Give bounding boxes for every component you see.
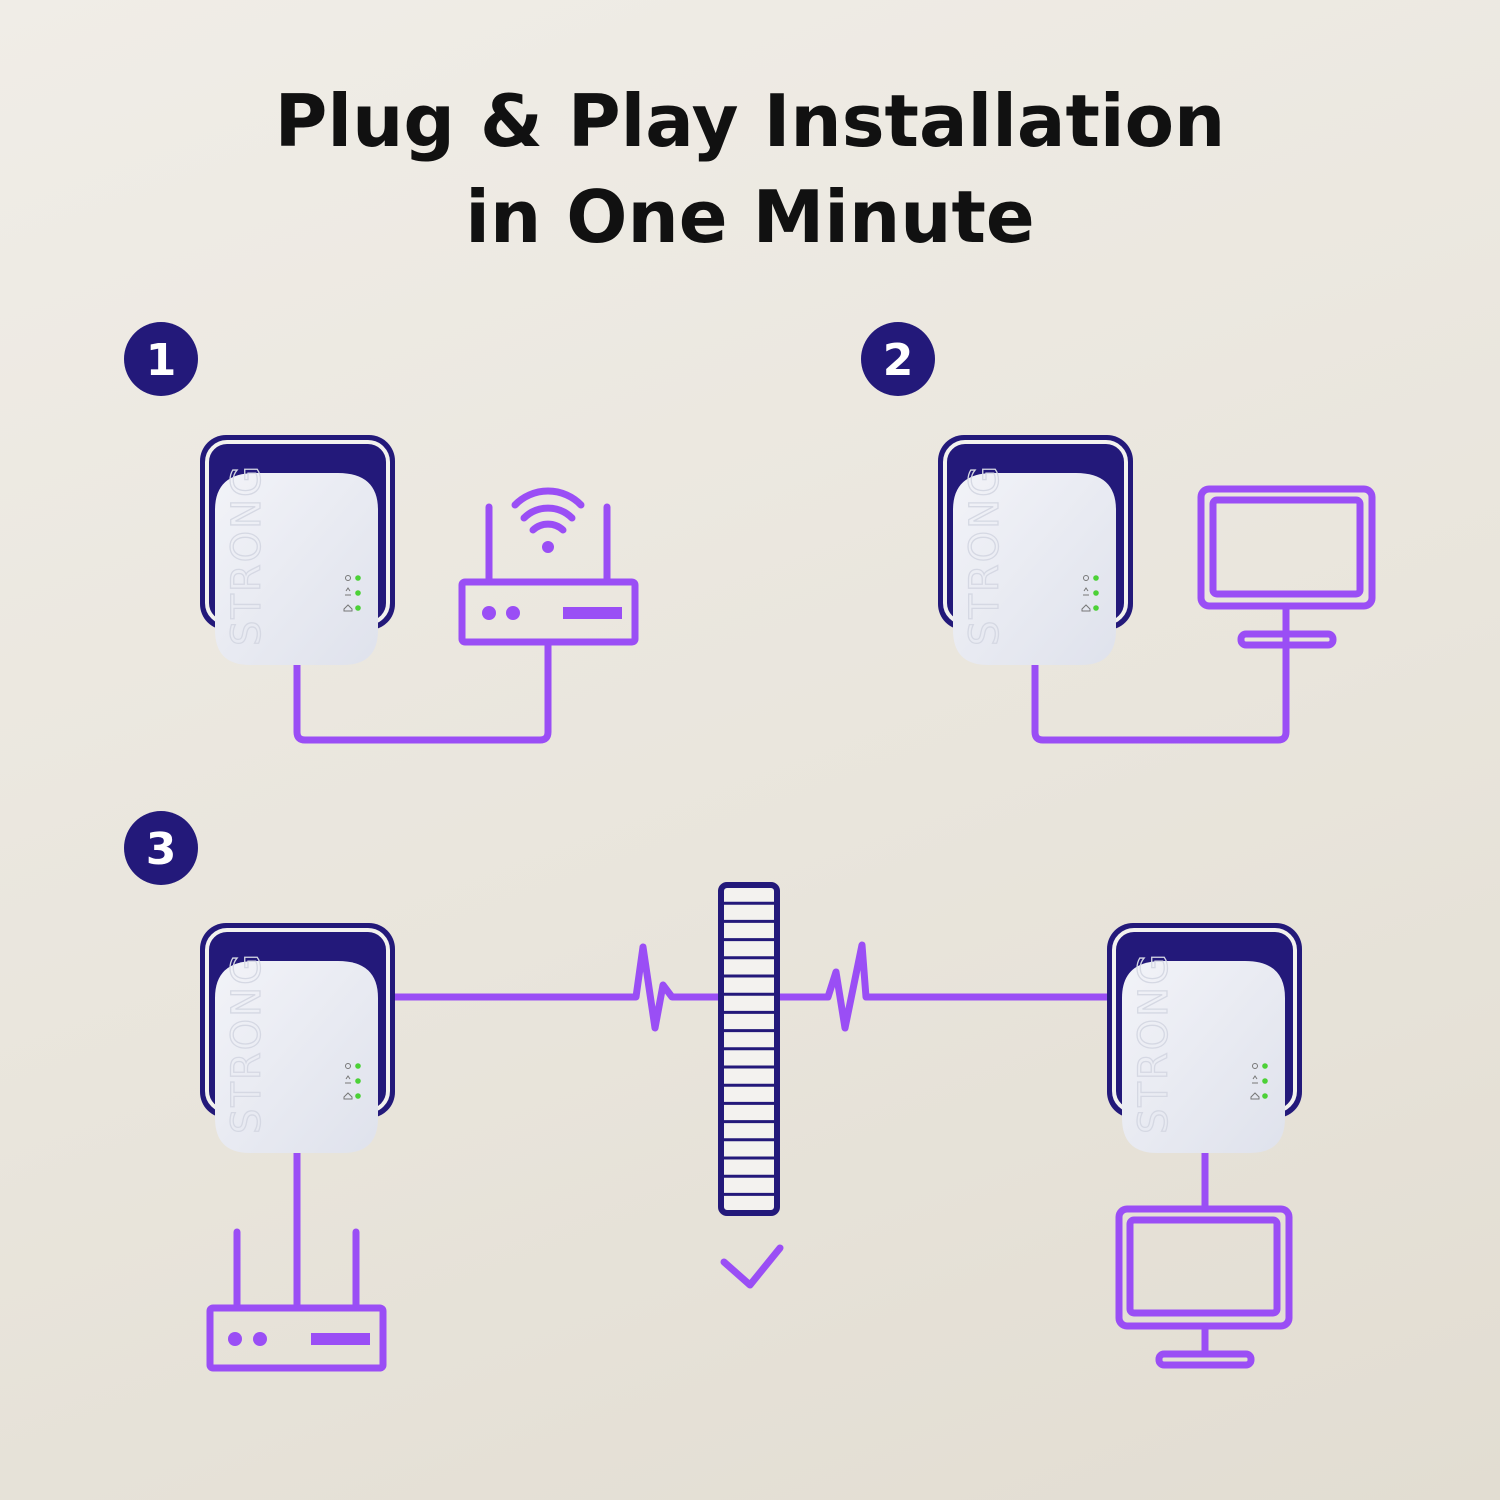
- brand-logo: STRONG: [1131, 952, 1177, 1134]
- title-line-1: Plug & Play Installation: [275, 79, 1226, 163]
- router-icon: [458, 487, 639, 646]
- adapter-body: [215, 961, 378, 1153]
- step-3-adapter-right: STRONG: [1107, 923, 1302, 1153]
- led-indicators: [343, 1063, 361, 1100]
- home-icon: [1250, 1092, 1260, 1100]
- network-icon: [1083, 587, 1089, 596]
- title-line-2: in One Minute: [465, 175, 1034, 259]
- powerline-left: [391, 943, 724, 1032]
- step-2-cable: [1031, 602, 1290, 744]
- monitor-icon: [1197, 485, 1376, 649]
- home-icon: [1081, 604, 1091, 612]
- powerline-right: [774, 941, 1111, 1032]
- step-3-badge: 3: [124, 811, 198, 885]
- router-icon: [206, 1228, 387, 1372]
- power-icon: [1252, 1063, 1258, 1069]
- led-indicators: [343, 575, 361, 612]
- adapter-body: [215, 473, 378, 665]
- power-icon: [1083, 575, 1089, 581]
- home-icon: [343, 1092, 353, 1100]
- step-2-number: 2: [883, 335, 914, 386]
- monitor-icon: [1115, 1205, 1293, 1369]
- power-icon: [345, 1063, 351, 1069]
- adapter-body: [1122, 961, 1285, 1153]
- brand-logo: STRONG: [224, 464, 270, 646]
- step-2-badge: 2: [861, 322, 935, 396]
- network-icon: [1252, 1075, 1258, 1084]
- step-3-number: 3: [146, 824, 177, 875]
- wall-icon: [718, 882, 780, 1216]
- brand-logo: STRONG: [962, 464, 1008, 646]
- network-icon: [345, 587, 351, 596]
- brand-logo: STRONG: [224, 952, 270, 1134]
- home-icon: [343, 604, 353, 612]
- check-icon: [720, 1244, 784, 1289]
- led-indicators: [1081, 575, 1099, 612]
- step-3-adapter-left: STRONG: [200, 923, 395, 1153]
- adapter-body: [953, 473, 1116, 665]
- step-1-number: 1: [146, 335, 177, 386]
- power-icon: [345, 575, 351, 581]
- step-2-adapter: STRONG: [938, 435, 1133, 665]
- step-1-badge: 1: [124, 322, 198, 396]
- step-1-adapter: STRONG: [200, 435, 395, 665]
- wifi-icon: [542, 541, 554, 553]
- network-icon: [345, 1075, 351, 1084]
- led-indicators: [1250, 1063, 1268, 1100]
- step-1-cable: [293, 638, 552, 744]
